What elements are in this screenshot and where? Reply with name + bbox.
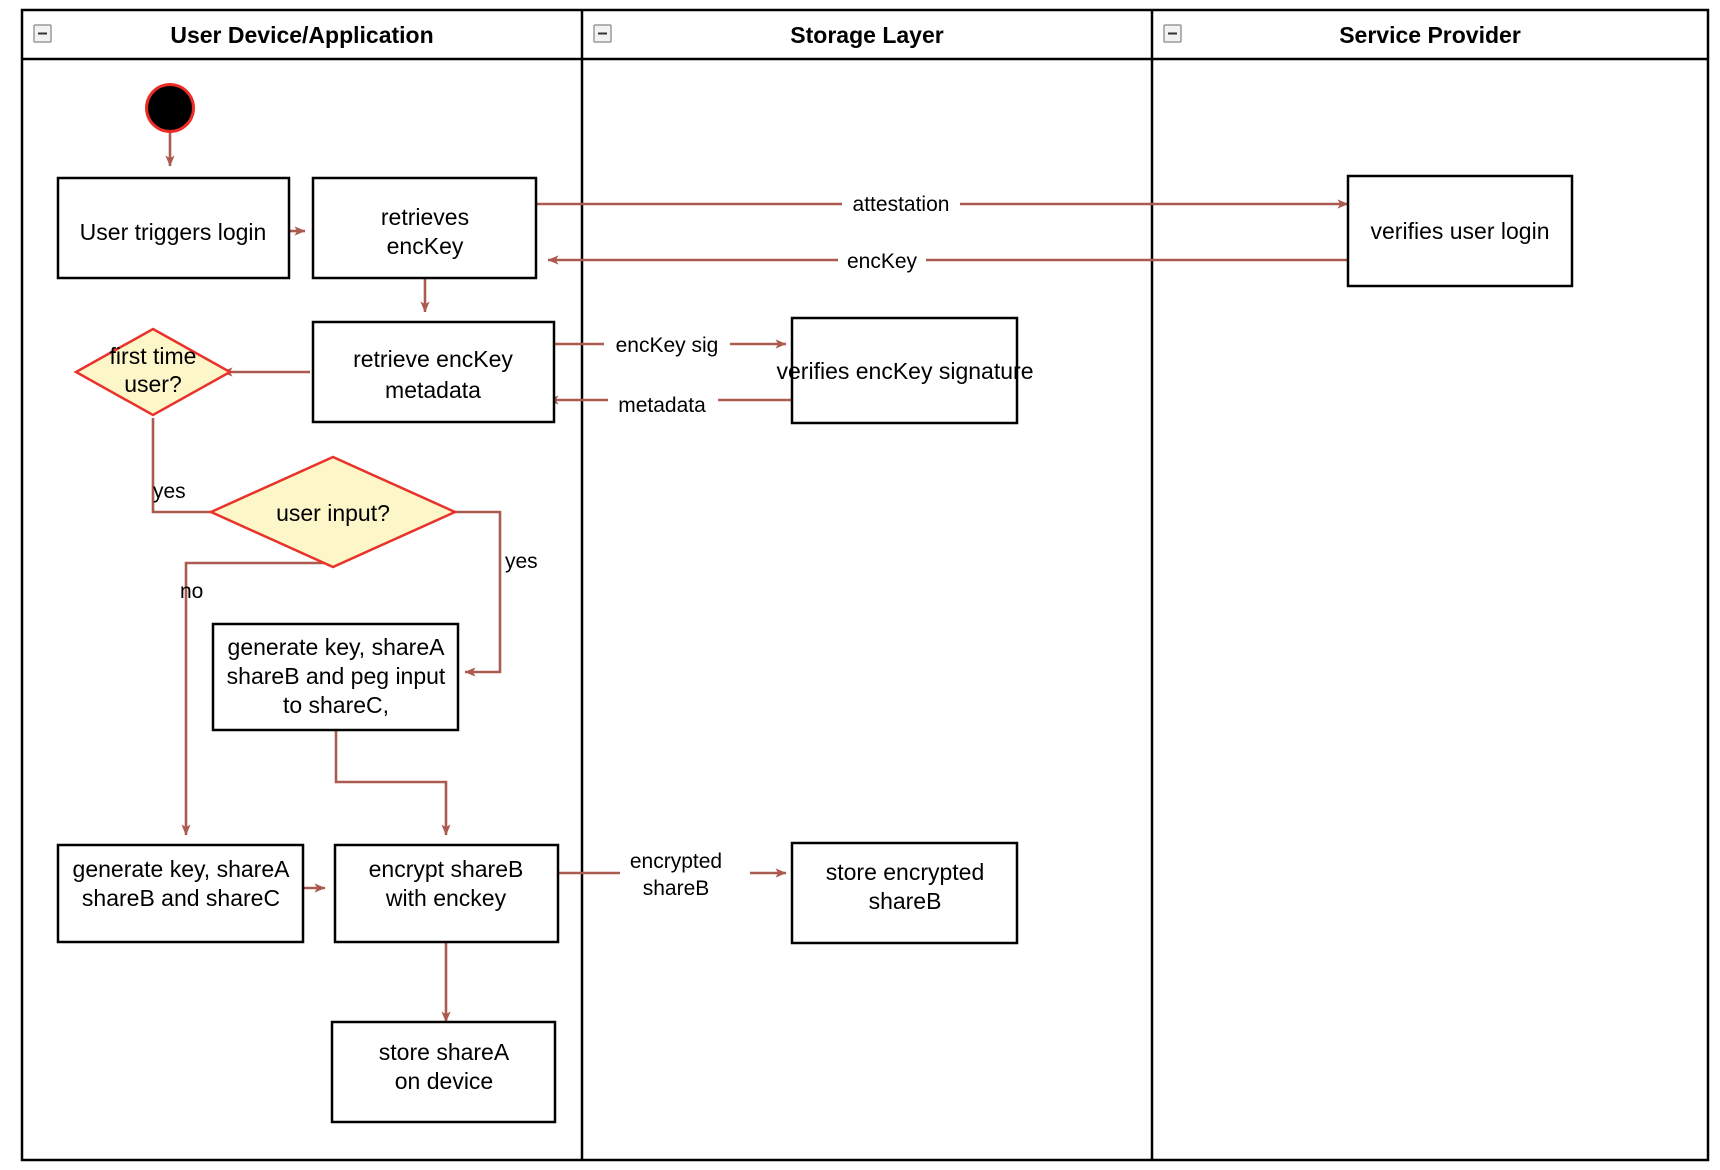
node-label-retrieves-enckey-line2: encKey [387,233,464,259]
lane-title-storage: Storage Layer [790,22,943,48]
node-generate-peg-shares[interactable]: generate key, shareA shareB and peg inpu… [211,622,460,732]
node-label-retrieve-metadata-line2: metadata [385,377,481,403]
edge-label-enckey-sig: encKey sig [616,334,719,357]
label-bg-metadata [608,392,718,418]
node-verifies-user-login[interactable]: verifies user login [1346,174,1574,288]
node-label-store-encrypted-shareb-line2: shareB [869,888,942,914]
node-label-generate-peg-line2: shareB and peg input [227,663,446,689]
label-bg-enckey [838,247,926,273]
edge-label-attestation: attestation [853,193,950,216]
node-label-encrypt-shareb-line2: with enckey [385,885,507,911]
node-label-user-triggers-login: User triggers login [80,219,267,245]
node-label-retrieve-metadata-line1: retrieve encKey [353,346,513,372]
node-label-store-sharea-line2: on device [395,1068,493,1094]
label-bg-attestation [842,190,960,216]
edge-label-encrypted-shareb-line1: encrypted [630,850,722,873]
node-label-first-time-user-line1: first time [110,343,197,369]
node-label-store-sharea-line1: store shareA [379,1039,510,1065]
node-label-generate-shares-line2: shareB and shareC [82,885,280,911]
node-user-input-decision[interactable]: user input? [207,455,459,569]
node-label-store-encrypted-shareb-line1: store encrypted [826,859,985,885]
node-label-verifies-user-login: verifies user login [1371,218,1550,244]
label-bg-enckey-sig [604,331,730,357]
edge-label-yes-first-time: yes [153,480,186,503]
node-label-retrieves-enckey-line1: retrieves [381,204,469,230]
node-verifies-enckey-signature[interactable]: verifies encKey signature [777,316,1034,425]
lane-header-service-provider: Service Provider [1163,22,1521,48]
node-retrieve-enckey-metadata[interactable]: retrieve encKey metadata [311,320,556,424]
node-label-verifies-enckey-signature: verifies encKey signature [777,358,1034,384]
node-store-sharea[interactable]: store shareA on device [330,1020,557,1124]
node-label-encrypt-shareb-line1: encrypt shareB [369,856,524,882]
node-label-generate-peg-line1: generate key, shareA [228,634,446,660]
node-label-first-time-user-line2: user? [124,371,182,397]
lane-header-storage: Storage Layer [593,22,944,48]
node-store-encrypted-shareb[interactable]: store encrypted shareB [790,841,1019,945]
lane-title-user-device: User Device/Application [170,22,433,48]
node-label-generate-shares-line1: generate key, shareA [73,856,291,882]
node-first-time-user-decision[interactable]: first time user? [73,327,233,417]
edge-label-enckey: encKey [847,250,918,273]
edge-label-yes-user-input: yes [505,550,538,573]
label-bg-encrypted-shareb [620,845,750,901]
edge-label-encrypted-shareb-line2: shareB [643,877,710,900]
node-retrieves-enckey[interactable]: retrieves encKey [311,176,538,280]
start-node [145,83,195,133]
lane-title-service-provider: Service Provider [1339,22,1521,48]
lane-header-user-device: User Device/Application [33,22,434,48]
edge-user-input-no [181,561,333,836]
node-label-generate-peg-line3: to shareC, [283,692,389,718]
edge-label-metadata: metadata [618,394,706,417]
node-generate-shares[interactable]: generate key, shareA shareB and shareC [56,843,305,944]
edge-peg-to-encrypt [334,730,451,836]
edge-label-no-user-input: no [180,580,203,603]
node-encrypt-shareb[interactable]: encrypt shareB with enckey [333,843,560,944]
node-label-user-input: user input? [276,500,390,526]
node-user-triggers-login[interactable]: User triggers login [56,176,291,280]
